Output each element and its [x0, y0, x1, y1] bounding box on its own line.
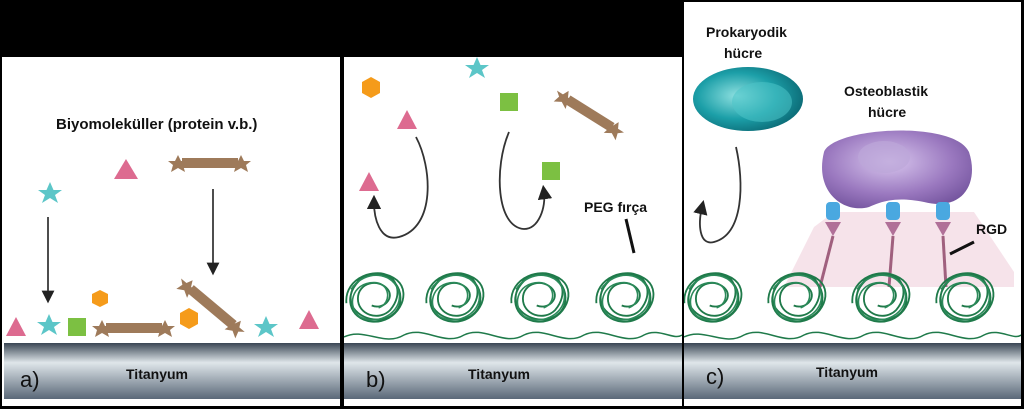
prokaryotic-label: Prokaryodik	[706, 24, 787, 40]
panel-c: Prokaryodik hücre Osteoblastik hücre RGD	[684, 2, 1021, 406]
square-molecule	[542, 162, 560, 180]
star-molecule	[38, 182, 62, 203]
panel-letter: a)	[20, 367, 40, 392]
hexagon-molecule	[180, 308, 198, 329]
integrin-receptor	[818, 202, 841, 288]
integrin-receptor	[935, 202, 951, 288]
rod-molecule	[553, 90, 624, 141]
peg-brush-label: PEG fırça	[584, 199, 647, 215]
integrin-receptor	[885, 202, 901, 288]
square-molecule	[68, 318, 86, 336]
titanium-substrate	[344, 343, 682, 399]
peg-brush-layer	[684, 272, 1021, 340]
osteoblast-label-line2: hücre	[868, 104, 906, 120]
titanium-substrate	[684, 343, 1021, 399]
titanium-substrate	[4, 343, 340, 399]
adhesion-zone	[784, 212, 1014, 287]
substrate-label: Titanyum	[126, 366, 188, 382]
triangle-molecule	[359, 172, 379, 191]
panel-c-diagram: Prokaryodik hücre Osteoblastik hücre RGD	[684, 24, 1021, 399]
triangle-molecule	[397, 110, 417, 129]
curved-arrow-icon	[498, 131, 553, 230]
prokaryotic-label-line2: hücre	[724, 45, 762, 61]
rgd-label: RGD	[976, 221, 1007, 237]
rod-molecule	[168, 155, 251, 172]
panel-letter: b)	[366, 367, 386, 392]
cell-nucleus	[858, 141, 910, 173]
curved-arrow-icon	[366, 136, 429, 239]
star-molecule	[254, 316, 278, 337]
biomolecules-title: Biyomoleküller (protein v.b.)	[56, 116, 257, 133]
hexagon-molecule	[362, 77, 380, 98]
panel-letter: c)	[706, 364, 724, 389]
rod-molecule	[176, 278, 245, 339]
substrate-label: Titanyum	[816, 364, 878, 380]
square-molecule	[500, 93, 518, 111]
panel-a-diagram: Biyomoleküller (protein v.b.)	[4, 116, 340, 399]
triangle-molecule	[114, 159, 138, 179]
curved-arrow-icon	[693, 146, 742, 244]
triangle-molecule	[6, 317, 26, 336]
triangle-molecule	[299, 310, 319, 329]
panel-a: Biyomoleküller (protein v.b.)	[2, 57, 340, 406]
substrate-label: Titanyum	[468, 366, 530, 382]
panel-b-diagram: PEG fırça b) Titanyum	[344, 57, 682, 399]
star-molecule	[37, 314, 61, 335]
hexagon-molecule	[92, 290, 108, 307]
label-pointer	[949, 240, 975, 256]
osteoblast-label: Osteoblastik	[844, 83, 928, 99]
star-molecule	[465, 57, 489, 78]
label-pointer	[624, 218, 636, 254]
peg-brush-layer	[344, 272, 682, 340]
cell-nucleus	[732, 82, 792, 122]
rod-molecule	[92, 320, 175, 337]
panel-b: PEG fırça b) Titanyum	[344, 57, 682, 406]
